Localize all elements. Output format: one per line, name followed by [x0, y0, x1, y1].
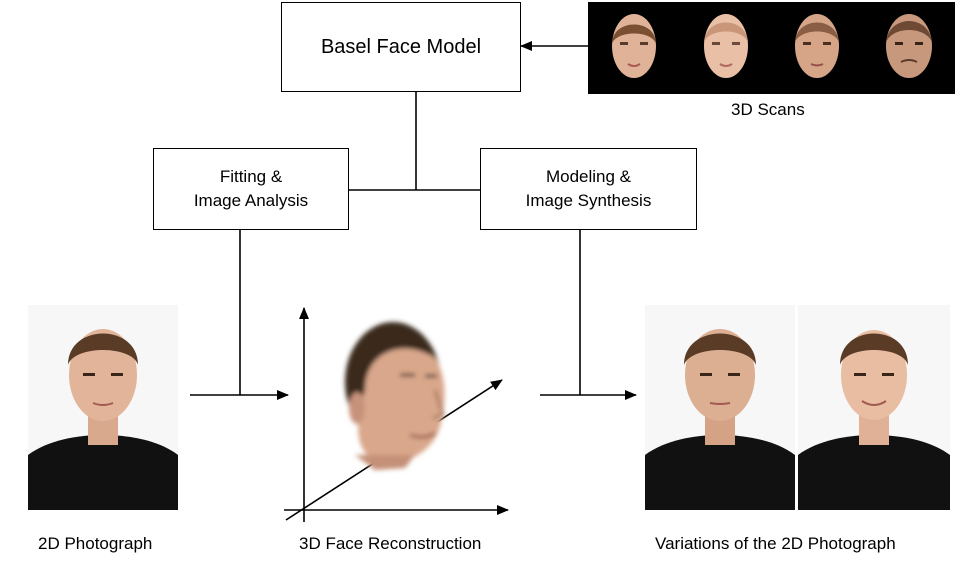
modeling-label-line1: Modeling &	[545, 167, 632, 186]
photograph-original	[28, 305, 178, 510]
caption-2d-photograph: 2D Photograph	[38, 534, 153, 553]
caption-variations: Variations of the 2D Photograph	[655, 534, 896, 553]
modeling-box: Modeling & Image Synthesis	[480, 148, 697, 230]
caption-3d-reconstruction: 3D Face Reconstruction	[299, 534, 482, 553]
fitting-label-line1: Fitting &	[219, 167, 283, 186]
fitting-label-line2: Image Analysis	[193, 191, 309, 210]
fitting-box: Fitting & Image Analysis	[153, 148, 349, 230]
modeling-label-line2: Image Synthesis	[525, 191, 652, 210]
head-scan-icon	[611, 14, 656, 78]
photograph-variation-1	[645, 305, 795, 510]
head-scan-icon	[886, 14, 933, 78]
face-photo-icon	[28, 329, 178, 510]
caption-3d-scans: 3D Scans	[731, 100, 805, 119]
basel-face-model-label: Basel Face Model	[320, 35, 482, 58]
face-3d-icon	[345, 322, 445, 470]
basel-face-model-box: Basel Face Model	[281, 2, 521, 92]
face-photo-icon	[798, 330, 950, 510]
head-scan-icon	[795, 14, 840, 78]
photograph-variation-2	[798, 305, 950, 510]
face-photo-icon	[645, 329, 795, 510]
scans-strip	[588, 2, 955, 94]
head-scan-icon	[703, 14, 748, 78]
